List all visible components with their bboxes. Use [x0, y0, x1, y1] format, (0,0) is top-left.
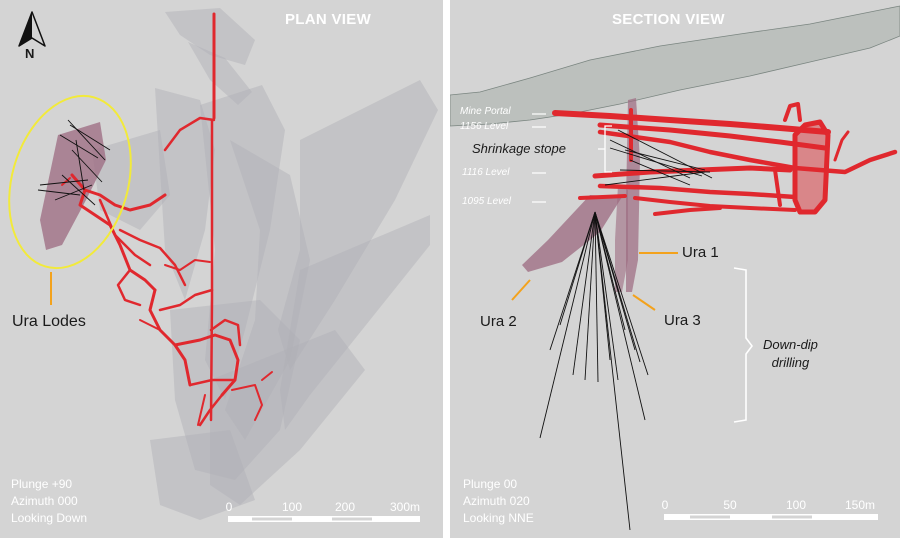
section-scale-tick-0: 0	[661, 498, 669, 512]
north-arrow-icon	[18, 11, 46, 47]
ura-lodes-highlight-ellipse	[8, 94, 132, 270]
plan-looking: Looking Down	[11, 511, 88, 525]
plan-scale-tick-100: 100	[281, 500, 303, 514]
level-1095: 1095 Level	[462, 196, 511, 207]
section-looking: Looking NNE	[463, 511, 534, 525]
plan-orientation-info: Plunge +90 Azimuth 000 Looking Down	[11, 476, 87, 527]
plan-scale-tick-0: 0	[225, 500, 233, 514]
down-dip-drilling-label: Down-dip drilling	[763, 336, 818, 372]
section-orientation-info: Plunge 00 Azimuth 020 Looking NNE	[463, 476, 534, 527]
host-shapes	[92, 8, 438, 520]
shrinkage-stope-label: Shrinkage stope	[472, 141, 566, 156]
ura-2-lode-shape	[522, 195, 622, 272]
section-scale-tick-100: 100	[785, 498, 807, 512]
north-label: N	[25, 46, 35, 61]
plan-view-panel: N PLAN VIEW Ura Lodes Plunge +90 Azimuth…	[0, 0, 443, 538]
plan-scale-tick-300: 300m	[389, 500, 421, 514]
section-azimuth: Azimuth 020	[463, 494, 530, 508]
plan-azimuth: Azimuth 000	[11, 494, 78, 508]
section-plunge: Plunge 00	[463, 477, 518, 491]
level-mine-portal: Mine Portal	[460, 106, 511, 117]
level-1116: 1116 Level	[462, 167, 510, 178]
down-dip-label-line2: drilling	[771, 355, 810, 370]
drilling-bracket	[733, 267, 753, 423]
ura-3-lode-shape	[615, 185, 628, 292]
level-1156: 1156 Level	[460, 121, 509, 132]
section-view-panel: SECTION VIEW Mine Portal 1156 Level 1116…	[450, 0, 900, 538]
ura-lode-shape	[40, 122, 106, 250]
down-dip-label-line1: Down-dip	[763, 337, 818, 352]
section-scale-tick-150: 150m	[844, 498, 876, 512]
topography-surface	[450, 5, 900, 127]
section-view-title: SECTION VIEW	[612, 11, 725, 28]
drillhole-traces-section	[539, 129, 713, 531]
ura-1-label: Ura 1	[682, 244, 719, 261]
plan-scale-tick-200: 200	[334, 500, 356, 514]
ura-2-label: Ura 2	[480, 313, 517, 330]
lode-callout-arrows	[511, 252, 678, 311]
section-scale-bar	[664, 514, 878, 520]
stope-bracket	[598, 125, 612, 173]
plan-scale-bar	[228, 516, 420, 522]
plan-view-title: PLAN VIEW	[285, 11, 372, 28]
level-markers	[532, 113, 546, 203]
ura-3-label: Ura 3	[664, 312, 701, 329]
section-scale-tick-50: 50	[723, 498, 737, 512]
section-workings	[552, 102, 898, 216]
plan-plunge: Plunge +90	[11, 477, 73, 491]
plan-view-scene	[8, 8, 438, 522]
drillhole-traces	[37, 119, 111, 206]
section-view-scene	[450, 5, 900, 531]
mine-workings	[61, 12, 273, 427]
ura-lodes-label: Ura Lodes	[12, 313, 86, 330]
